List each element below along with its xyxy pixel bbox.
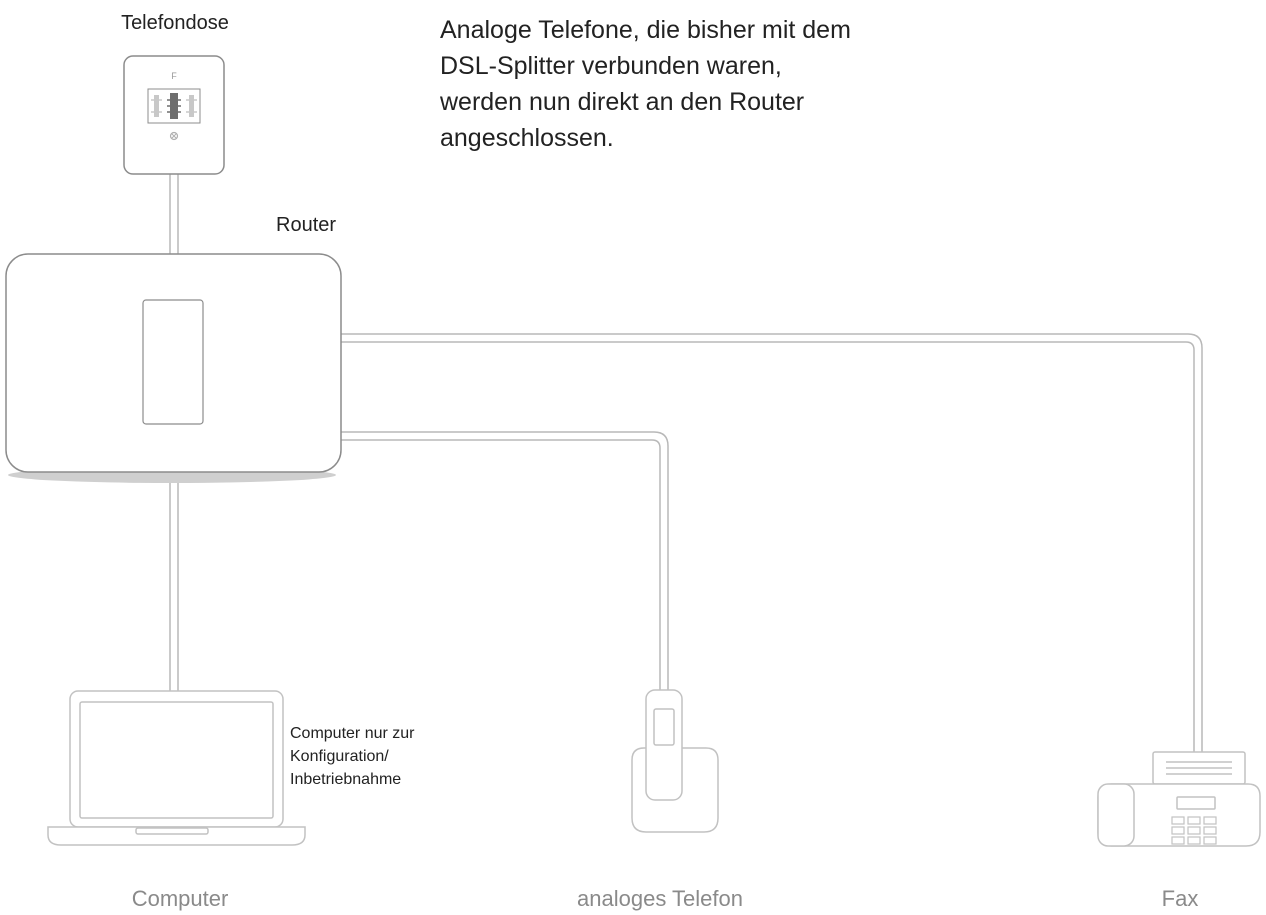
telefon-label: analoges Telefon bbox=[577, 886, 743, 911]
fax-icon bbox=[1097, 751, 1261, 847]
socket-port-icons bbox=[151, 93, 197, 119]
cable-router-telefon bbox=[341, 431, 669, 690]
cable-router-computer bbox=[169, 476, 179, 691]
laptop-icon bbox=[47, 690, 306, 846]
fax-label: Fax bbox=[1161, 886, 1199, 911]
intro-text: Analoge Telefone, die bisher mit dem DSL… bbox=[440, 16, 851, 152]
socket-port-label: F bbox=[171, 71, 177, 81]
computer-label: Computer bbox=[131, 886, 229, 911]
phone-icon bbox=[631, 689, 719, 833]
cable-router-fax bbox=[341, 333, 1203, 752]
screw-icon bbox=[169, 131, 179, 141]
router bbox=[5, 253, 342, 483]
router-front-panel bbox=[142, 299, 204, 425]
telefondose-label: Telefondose bbox=[121, 12, 229, 34]
router-label: Router bbox=[276, 214, 337, 236]
computer-note: Computer nur zur Konfiguration/ Inbetrie… bbox=[290, 725, 415, 788]
wall-socket: F bbox=[123, 55, 225, 175]
cable-socket-router bbox=[169, 174, 179, 254]
